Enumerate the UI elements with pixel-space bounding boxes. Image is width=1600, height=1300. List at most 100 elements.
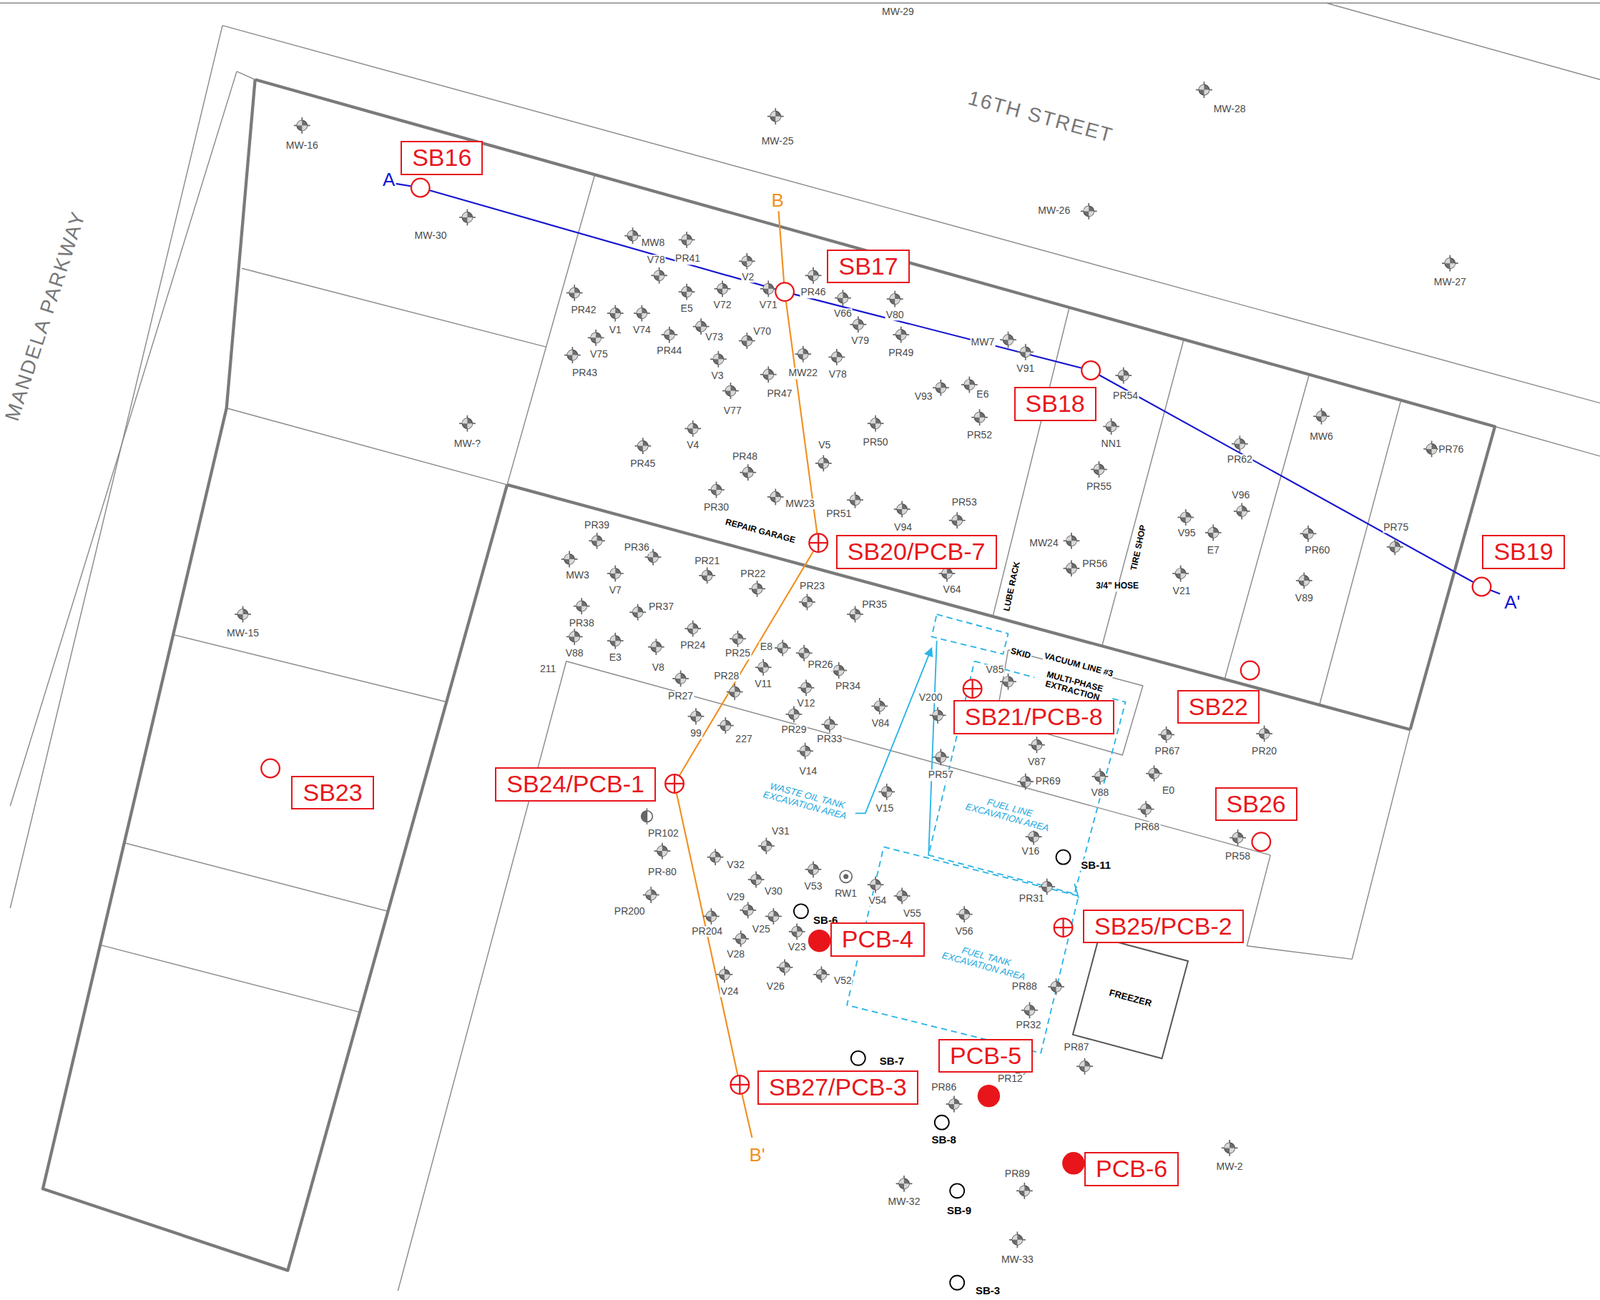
well-quadrant [770,492,781,503]
well-label: V54 [867,895,887,907]
well-quadrant [1303,528,1314,539]
well-quadrant [791,926,802,937]
well-quadrant [935,382,946,393]
well-circle [1042,881,1053,892]
well-circle [688,423,699,434]
soil-boring-symbol [851,1051,866,1066]
well-label: MW24 [1028,538,1059,550]
well-quadrant [874,700,885,711]
well-quadrant [800,745,811,757]
well-quadrant [816,969,827,980]
well-circle [717,283,728,294]
well-circle [1303,528,1314,539]
property-line [236,71,256,80]
well-quadrant [1140,803,1151,814]
well-label: V55 [902,909,922,920]
well-label: PR75 [1382,522,1410,533]
well-label: PR30 [703,502,730,514]
well-symbol [703,908,720,925]
well-circle [610,308,621,319]
well-symbol [607,565,624,583]
boring-circle [411,178,430,198]
well-circle [636,308,647,319]
well-symbol [794,346,812,363]
well-circle [1066,563,1077,574]
well-symbol [1017,773,1034,791]
well-circle [653,270,664,281]
well-label: V75 [589,349,609,361]
sample-id: PCB-6 [1095,1155,1168,1183]
sample-id: PCB-4 [841,926,914,953]
property-line [10,71,237,807]
well-quadrant [627,231,638,242]
well-circle [462,212,473,223]
sample-label-box: SB18 [1014,386,1097,421]
sample-marker [261,759,280,779]
well-circle [1020,776,1031,787]
soil-boring-symbol [1056,850,1071,865]
well-label: PR54 [1112,390,1139,402]
well-symbol [643,886,660,904]
well-symbol [722,382,739,400]
well-quadrant [610,635,621,646]
sample-label-box: SB19 [1481,535,1565,569]
site-boundary [42,79,508,1271]
well-label: PR62 [1226,454,1254,466]
well-label: V88 [565,648,585,660]
well-circle [296,120,307,131]
sample-marker [977,1085,1000,1108]
well-symbol [748,871,765,889]
well-label: V80 [885,309,905,321]
well-symbol [588,532,606,550]
well-quadrant [729,686,740,697]
boring-circle [665,774,684,794]
well-symbol [293,117,311,134]
sample-label-box: PCB-4 [830,922,925,957]
sample-markers [261,178,1491,1176]
sample-marker [1252,832,1271,852]
well-label: V3 [710,371,724,382]
well-quadrant [690,711,701,722]
well-symbol [867,876,885,894]
boring-cross [665,774,684,794]
well-circle [896,329,907,340]
well-label: V78 [828,369,848,380]
well-symbol [1229,829,1246,847]
well-quadrant [1079,1061,1090,1072]
well-symbol [660,326,678,344]
well-circle [1298,575,1309,586]
pcb-sample-dot [977,1085,1000,1108]
sample-marker [1081,361,1101,380]
well-quadrant [1050,982,1061,993]
well-quadrant [798,349,809,360]
well-symbol [672,670,689,688]
well-label: PR31 [1018,893,1045,905]
boring-circle [1252,832,1271,852]
well-circle [770,111,781,122]
soil-boring-symbol [949,1183,965,1199]
well-circle [567,349,578,360]
well-circle [831,351,842,362]
well-quadrant [1083,205,1094,217]
well-label: MW-26 [1037,205,1071,217]
sample-marker [1472,577,1492,597]
well-quadrant [732,633,743,644]
well-quadrant [761,841,772,852]
well-quadrant [896,329,907,340]
well-label: V89 [1294,593,1314,605]
property-line [507,174,596,485]
well-label: MW-33 [1000,1254,1035,1266]
well-symbol [708,482,725,499]
well-quadrant [705,911,716,922]
well-symbol [946,1096,963,1113]
well-symbol [748,580,766,598]
well-symbol [813,966,830,983]
cross-section-line-group [674,210,819,1138]
well-quadrant [1066,535,1077,546]
well-label: PR45 [629,458,656,470]
well-circle [889,293,900,304]
well-label: V21 [1172,586,1192,598]
well-symbol [1090,461,1108,478]
boring-circle [808,533,828,553]
well-quadrant [632,607,644,618]
